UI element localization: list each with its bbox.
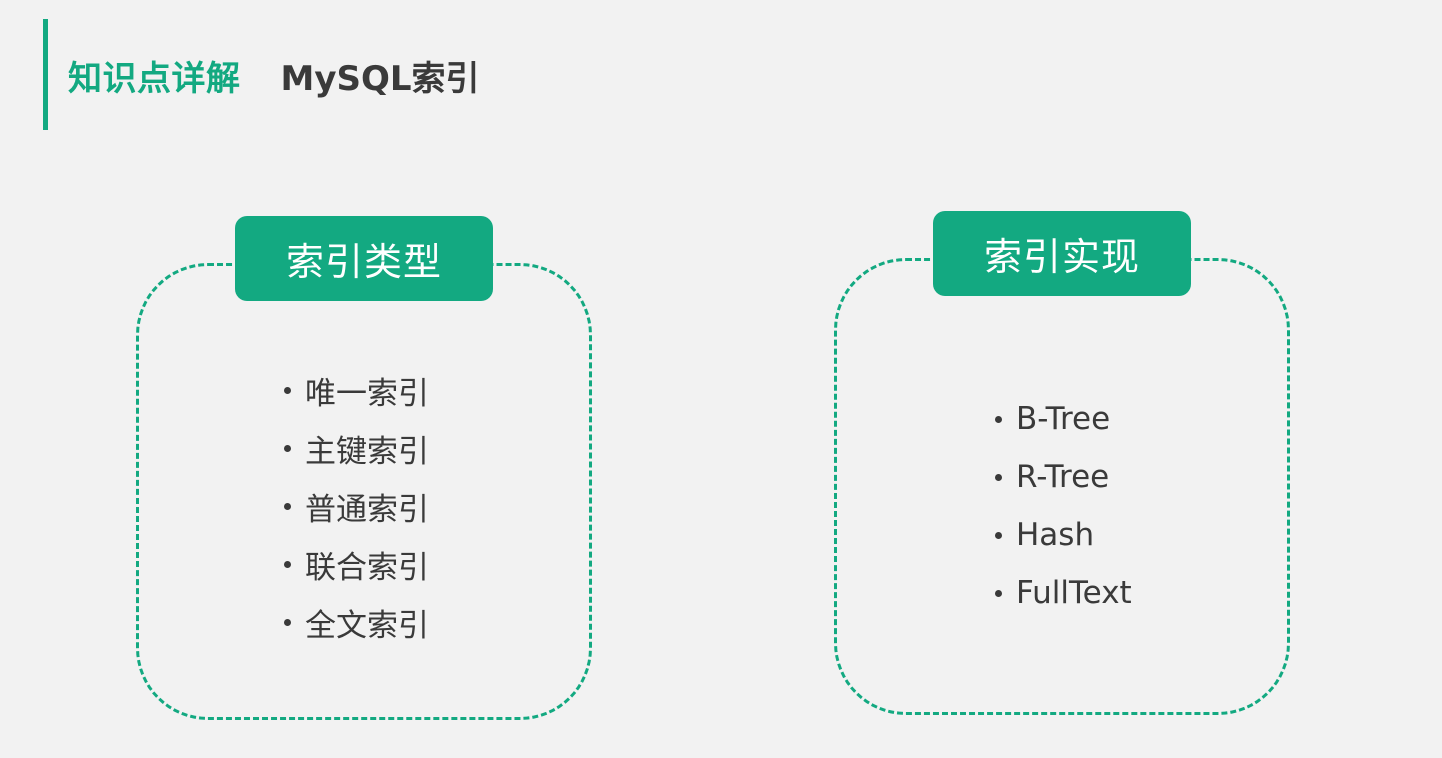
list-item: R-Tree [995, 448, 1132, 506]
bullet-dot-icon [284, 502, 291, 510]
list-item-label: FullText [1016, 575, 1132, 611]
list-item: 全文索引 [284, 593, 429, 651]
list-item-label: 普通索引 [305, 491, 429, 528]
list-item: 普通索引 [284, 477, 429, 535]
list-item-label: 全文索引 [305, 607, 429, 644]
list-item-label: Hash [1016, 517, 1095, 553]
list-item: 唯一索引 [284, 361, 429, 419]
header-kicker: 知识点详解 [68, 58, 241, 99]
bullet-dot-icon [995, 415, 1002, 423]
list-item: 主键索引 [284, 419, 429, 477]
list-item: Hash [995, 506, 1132, 564]
bullet-dot-icon [995, 473, 1002, 481]
bullet-dot-icon [284, 444, 291, 452]
index-types-list: 唯一索引 主键索引 普通索引 联合索引 全文索引 [284, 361, 429, 651]
header-accent-bar [43, 19, 48, 130]
bullet-dot-icon [995, 531, 1002, 539]
index-types-label: 索引类型 [235, 216, 493, 301]
page-header: 知识点详解 MySQL索引 [68, 50, 480, 100]
list-item-label: 唯一索引 [305, 375, 429, 412]
list-item: B-Tree [995, 390, 1132, 448]
list-item-label: 主键索引 [305, 433, 429, 470]
page-title: MySQL索引 [280, 58, 480, 99]
list-item-label: 联合索引 [305, 549, 429, 586]
index-implementations-label: 索引实现 [933, 211, 1191, 296]
index-implementations-list: B-Tree R-Tree Hash FullText [995, 390, 1132, 622]
bullet-dot-icon [284, 560, 291, 568]
bullet-dot-icon [995, 589, 1002, 597]
list-item-label: B-Tree [1016, 401, 1111, 437]
list-item: 联合索引 [284, 535, 429, 593]
bullet-dot-icon [284, 618, 291, 626]
list-item: FullText [995, 564, 1132, 622]
bullet-dot-icon [284, 386, 291, 394]
list-item-label: R-Tree [1016, 459, 1110, 495]
